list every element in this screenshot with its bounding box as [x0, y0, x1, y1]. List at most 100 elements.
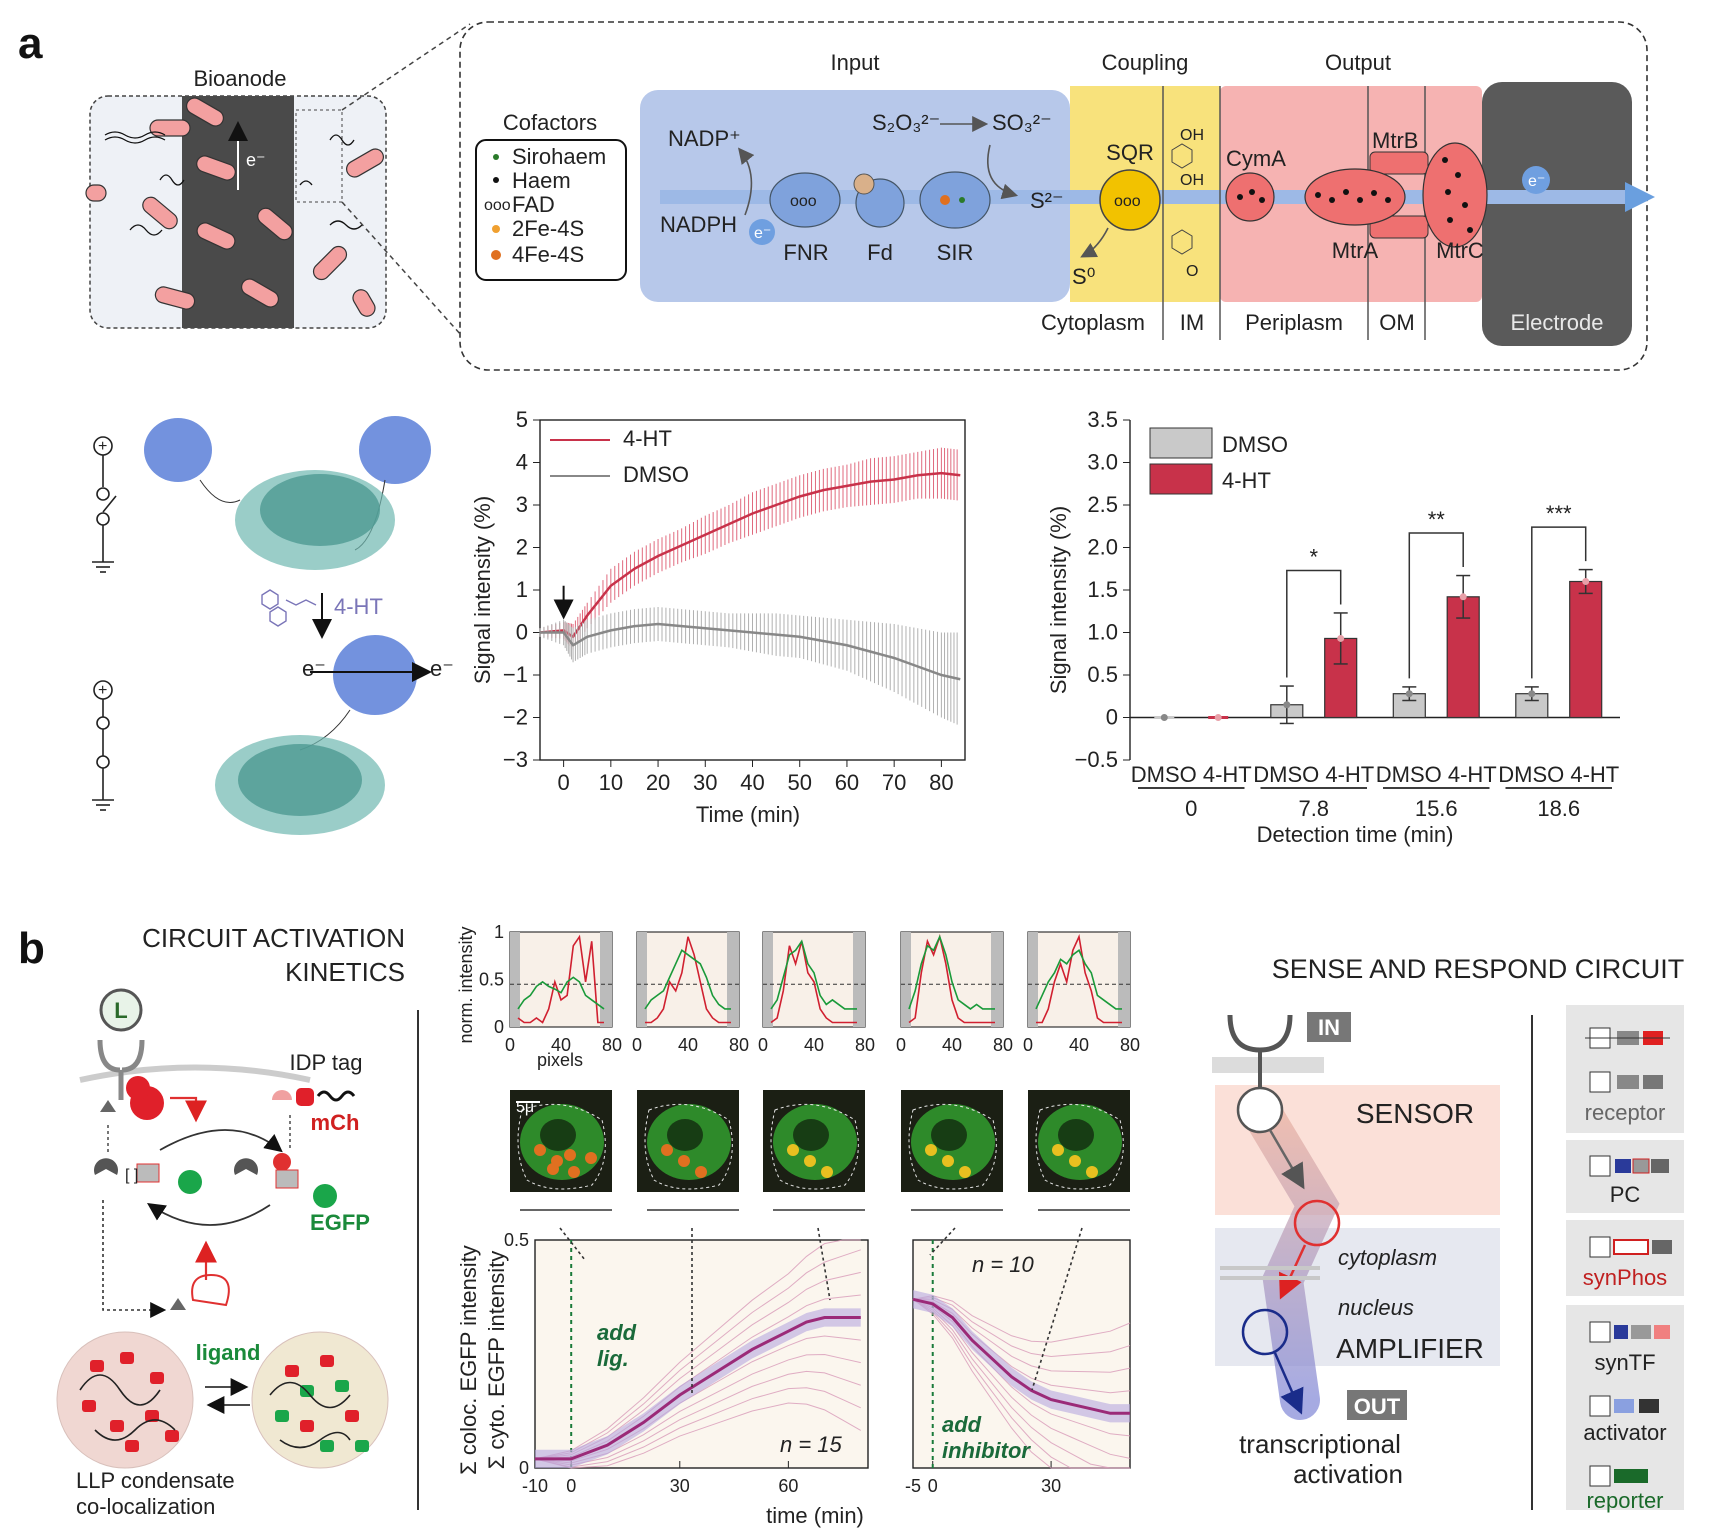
- detection-bar-chart: −0.500.51.01.52.02.53.03.5 DMSO 4-HT0DMS…: [1046, 407, 1620, 847]
- profile-red-line: [645, 936, 731, 1024]
- schema-coupling-label: Coupling: [1102, 50, 1189, 75]
- chart1-legend-dmso: DMSO: [623, 462, 689, 487]
- battery-icon-top: +: [98, 438, 107, 455]
- profile-plot-frame: [636, 931, 740, 1028]
- kinetics-ylabel-top: Σ coloc. EGFP intensity: [456, 1245, 481, 1475]
- chart2-significance-bracket: [1531, 526, 1587, 679]
- part-synphos: synPhos: [1583, 1265, 1667, 1290]
- quinone-o: O: [1186, 263, 1198, 280]
- chart2-ytick-label: 2.5: [1087, 492, 1118, 517]
- chart2-ytick-label: 0: [1106, 705, 1118, 730]
- nadph-label: NADPH: [660, 212, 737, 237]
- nucleus-label: nucleus: [1338, 1295, 1414, 1320]
- kinetics-ytick-label: 0: [519, 1458, 529, 1478]
- kinetics-ytick-label: 0.5: [504, 1230, 529, 1250]
- electrode-electron: e⁻: [1528, 173, 1545, 190]
- electrode-label: Electrode: [1511, 310, 1604, 335]
- chart1-xtick-label: 50: [787, 770, 811, 795]
- chart2-point-4ht: [1337, 634, 1345, 642]
- cytoplasm-label: cytoplasm: [1338, 1245, 1437, 1270]
- chart1-line-dmso: [540, 622, 961, 681]
- cell-nucleus: [931, 1119, 967, 1151]
- mtra-label: MtrA: [1332, 238, 1379, 263]
- image-connector: [817, 1227, 831, 1301]
- chart1-ytick-label: −3: [503, 747, 528, 772]
- cell-nucleus: [793, 1119, 829, 1151]
- kinetics-mean-line: [535, 1316, 861, 1461]
- condensate-spot: [678, 1155, 690, 1167]
- profile-shade-left: [1028, 932, 1038, 1027]
- chart2-ytick-label: 1.5: [1087, 577, 1118, 602]
- mtrc-label: MtrC: [1436, 238, 1484, 263]
- switch-drug-label: 4-HT: [334, 594, 383, 619]
- chart1-xtick-label: 20: [646, 770, 670, 795]
- bioanode-electron: e⁻: [246, 150, 266, 170]
- cell-outline: [908, 1103, 997, 1190]
- thiosulfate-label: S₂O₃²⁻: [872, 110, 940, 135]
- profile-green-line: [1035, 949, 1122, 1010]
- profile-xtick-label: 40: [678, 1035, 698, 1055]
- kinetics-trace: [534, 1402, 862, 1469]
- out-label: OUT: [1354, 1394, 1401, 1419]
- in-label: IN: [1318, 1015, 1340, 1040]
- condensate-spot: [1052, 1144, 1064, 1156]
- chart1-xtick-label: 0: [557, 770, 569, 795]
- profile-green-line: [644, 949, 731, 1010]
- chart2-significance-bracket: [1408, 532, 1464, 679]
- condensate-spot: [1069, 1155, 1081, 1167]
- chart2-significance-label: **: [1428, 507, 1446, 532]
- image-connector: [559, 1227, 586, 1261]
- compartment-om: OM: [1379, 310, 1414, 335]
- chart1-xtick-label: 70: [882, 770, 906, 795]
- profile-ytick-label: 1: [494, 922, 504, 942]
- kinetics-xtick-label: -5: [905, 1476, 921, 1496]
- profile-xtick-label: 40: [942, 1035, 962, 1055]
- profile-shade-left: [763, 932, 773, 1027]
- bioanode-diagram: Bioanode e⁻: [85, 66, 387, 329]
- compartment-periplasm: Periplasm: [1245, 310, 1343, 335]
- chart2-point-dmso: [1283, 701, 1291, 709]
- kinetics-panel-frame: [912, 1239, 1131, 1469]
- sensor-label: SENSOR: [1356, 1098, 1474, 1129]
- condensate-spot: [787, 1144, 799, 1156]
- profile-red-line: [1036, 934, 1122, 1024]
- condensate-spot: [695, 1166, 707, 1178]
- add-inh-2: inhibitor: [942, 1438, 1031, 1463]
- profile-xtick-label: 80: [729, 1035, 749, 1055]
- cofactor-3: 2Fe-4S: [512, 216, 584, 241]
- chart2-ytick-label: 3.0: [1087, 450, 1118, 475]
- nadph-electron: e⁻: [754, 225, 771, 242]
- circuit-kinetics-diagram: CIRCUIT ACTIVATION KINETICS L IDP tag mC…: [56, 923, 405, 1519]
- chart1-line-4ht: [539, 471, 961, 639]
- chart1-ytick-label: 0: [516, 620, 528, 645]
- condensate-spot: [564, 1149, 576, 1161]
- switch-electron-in: e⁻: [302, 656, 326, 681]
- chart1-ytick-label: −1: [503, 662, 528, 687]
- profile-green-line: [517, 976, 605, 1010]
- sqr-label: SQR: [1106, 140, 1154, 165]
- part-pc: PC: [1610, 1182, 1641, 1207]
- chart2-legend-dmso: DMSO: [1222, 432, 1288, 457]
- fad-icon: ooo: [484, 197, 511, 214]
- chart1-xlabel: Time (min): [696, 802, 800, 827]
- profile-red-line: [517, 934, 604, 1024]
- profile-ytick-label: 0: [494, 1017, 504, 1037]
- chart2-ytick-label: −0.5: [1075, 747, 1118, 772]
- cyma-label: CymA: [1226, 146, 1286, 171]
- profile-red-line: [908, 933, 995, 1024]
- kinetics-trace: [912, 1298, 1130, 1469]
- part-glyphs: [1585, 1027, 1672, 1487]
- chart2-bar-4ht: [1569, 580, 1603, 719]
- cofactor-1: Haem: [512, 168, 571, 193]
- chart2-ytick-label: 3.5: [1087, 407, 1118, 432]
- cofactor-4: 4Fe-4S: [512, 242, 584, 267]
- kinetics-trace: [534, 1370, 861, 1466]
- profile-shade-left: [510, 932, 520, 1027]
- chart2-axes: −0.500.51.01.52.02.53.03.5: [1075, 407, 1620, 772]
- llp-label-2: co-localization: [76, 1494, 215, 1519]
- chart1-ytick-label: 2: [516, 535, 528, 560]
- condensate-spot: [821, 1166, 833, 1178]
- n15-label: n = 15: [780, 1432, 843, 1457]
